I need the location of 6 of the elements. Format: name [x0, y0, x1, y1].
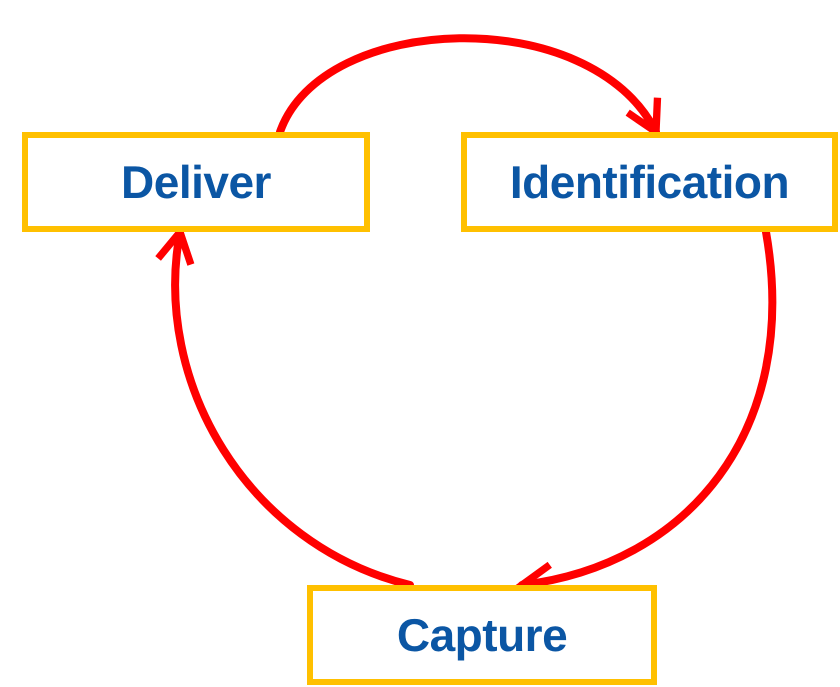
box-label: Identification [510, 155, 790, 209]
process-box [307, 585, 657, 685]
box-label: Capture [396, 608, 568, 662]
box-label: Deliver [121, 155, 271, 209]
process-box [22, 132, 370, 232]
process-box [461, 132, 838, 232]
